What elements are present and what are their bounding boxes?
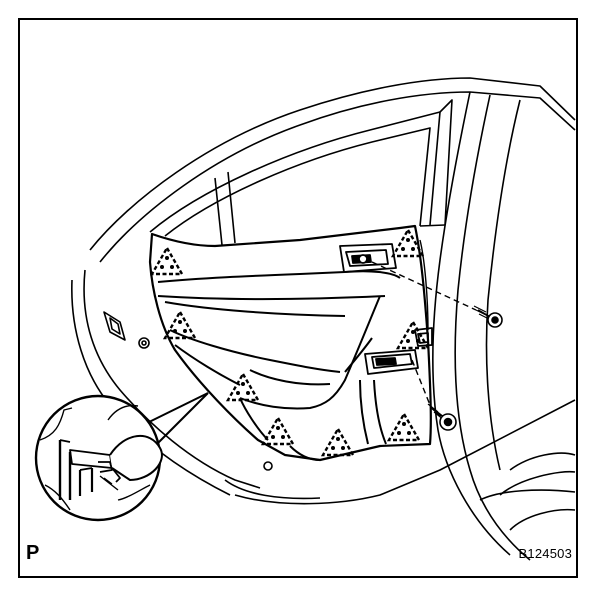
- clip-marker-icon: [396, 320, 430, 350]
- car-body: [71, 77, 576, 561]
- screw-leader-lines: [371, 261, 477, 406]
- armrest-switch: [364, 327, 433, 375]
- clip-marker-icon: [226, 372, 260, 402]
- window-frame: [149, 99, 453, 246]
- corner-label: P: [26, 542, 40, 564]
- figure-id: B124503: [518, 546, 572, 561]
- screw-lower: [427, 403, 457, 431]
- clip-marker-icon: [321, 427, 355, 457]
- inside-handle: [339, 243, 397, 273]
- clip-marker-icon: [150, 246, 184, 276]
- door-trim-panel: [148, 224, 432, 462]
- clip-detail-callout: [34, 392, 209, 522]
- screw-upper: [473, 305, 503, 328]
- clip-marker-icon: [387, 412, 421, 442]
